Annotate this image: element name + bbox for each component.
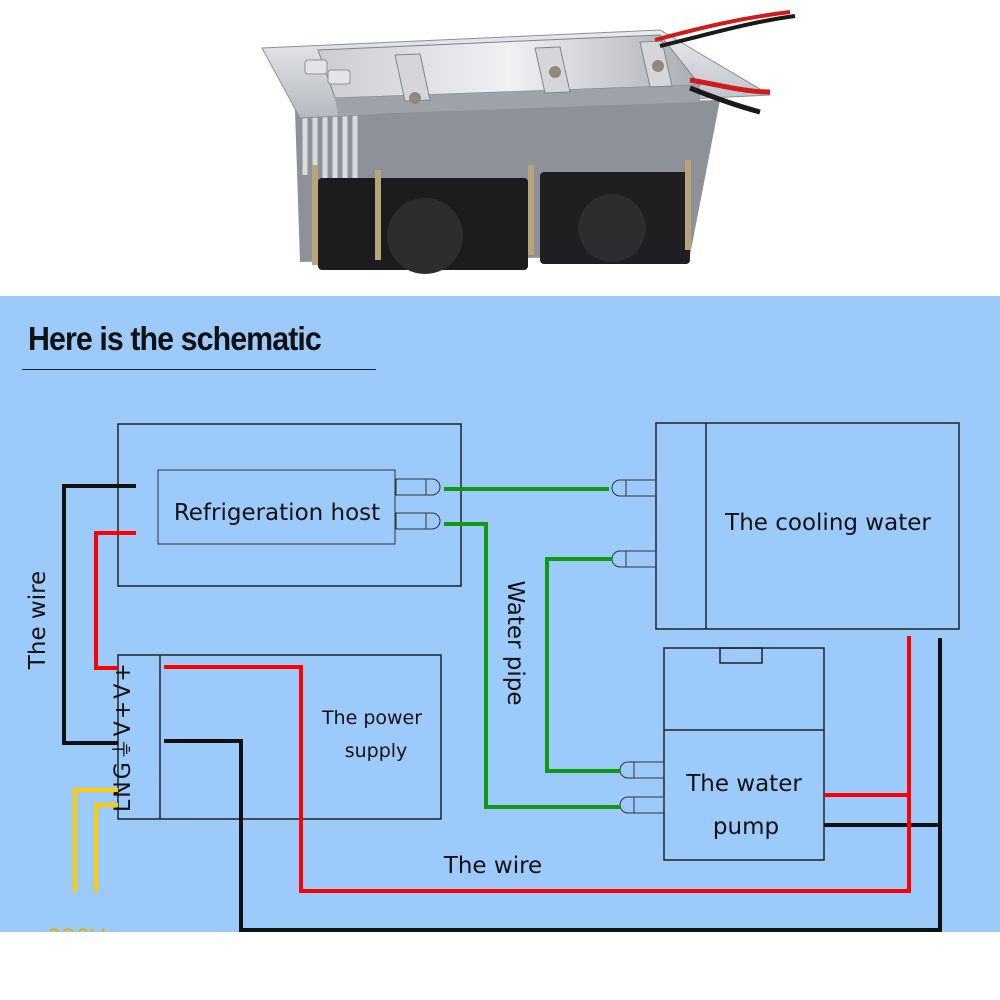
peltier-cooler-image: [261, 10, 796, 274]
water-pump-tab: [719, 647, 763, 664]
host-fittings: [395, 478, 441, 530]
schematic-heading: Here is the schematic: [28, 320, 322, 357]
negative-wires: [62, 484, 942, 932]
refrigeration-host-inner-box: [157, 469, 396, 545]
positive-wires: [94, 531, 911, 893]
power-supply-box: [117, 654, 442, 820]
wire-bottom-label: The wire: [443, 853, 542, 879]
wire-psu-negative: [164, 638, 942, 932]
power-supply-label-line2: supply: [345, 740, 408, 762]
cooling-water-label: The cooling water: [724, 510, 931, 536]
water-pipes: [444, 487, 620, 809]
refrigeration-host-box: [117, 423, 462, 587]
power-supply-label-line1: The power: [321, 707, 422, 729]
mains-voltage-label: 220V: [48, 926, 105, 951]
wire-psu-positive: [164, 636, 911, 893]
mains-wires: [73, 788, 118, 892]
wire-host-positive: [94, 531, 136, 670]
product-photo: [0, 0, 1000, 296]
heading-underline: [22, 369, 376, 370]
water-pump-label-line2: pump: [713, 814, 779, 840]
cooling-water-box: [655, 422, 960, 630]
water-pump-fittings: [619, 761, 665, 814]
pipe-host-to-pump: [444, 522, 620, 809]
pipe-cooling-to-pump: [545, 557, 620, 773]
wire-host-negative: [62, 484, 136, 745]
power-supply-terminals: LNG⏚V+V+: [111, 661, 136, 812]
wire-left-label: The wire: [25, 571, 51, 670]
water-pump-label-line1: The water: [685, 771, 802, 797]
refrigeration-host-label: Refrigeration host: [174, 500, 380, 526]
cooling-water-fittings: [611, 479, 657, 568]
water-pipe-label: Water pipe: [502, 580, 528, 705]
